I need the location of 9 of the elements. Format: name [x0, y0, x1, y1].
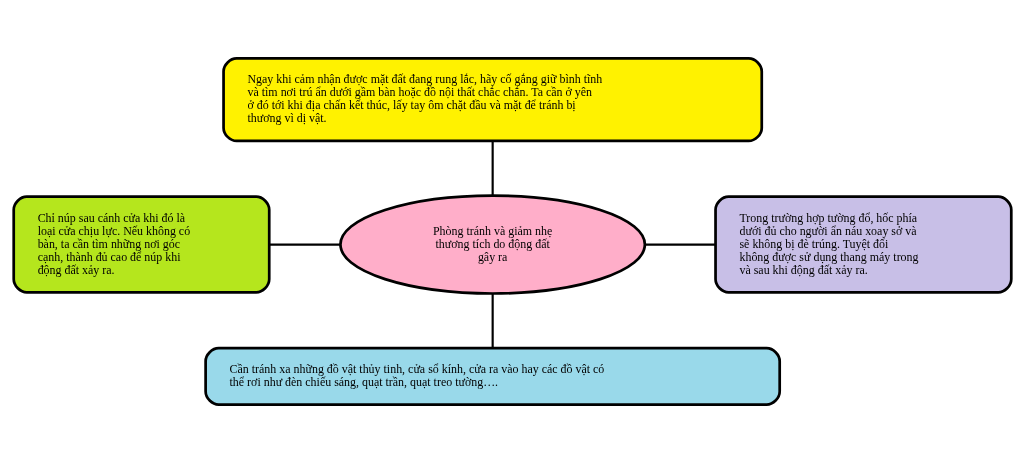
connector	[491, 293, 494, 349]
node-box: Trong trường hợp tường đổ, hốc phía dưới đủ cho người ẩn náu xoay sở và sẽ không bị đè trúng. Tuyệt đối không được sử dụng thang máy trong và sau khi động đất xảy ra.	[713, 195, 1013, 294]
node-box: Cần tránh xa những đồ vật thủy tinh, cửa sổ kính, cửa ra vào hay các đồ vật có thể rơi như đèn chiếu sáng, quạt trần, quạt treo tường….	[203, 346, 781, 406]
node-box: Chỉ núp sau cánh cửa khi đó là loại cửa chịu lực. Nếu không có bàn, ta cần tìm những nơi góc cạnh, thành đủ cao để núp khi động đất xảy ra.	[11, 195, 271, 294]
node-ellipse: Phòng tránh và giảm nhẹ thương tích do động đất gây ra	[338, 194, 646, 295]
node-box: Ngay khi cảm nhận được mặt đất đang rung lắc, hãy cố gắng giữ bình tĩnh và tìm nơi trú ẩn dưới gầm bàn hoặc đồ nội thất chắc chắn. Ta cần ở yên ở đó tới khi địa chấn kết thúc, lấy tay ôm chặt đầu và mặt để tránh bị thương vì dị vật.	[221, 57, 763, 143]
connector	[491, 141, 494, 196]
connector	[268, 243, 340, 246]
connector	[644, 243, 715, 246]
